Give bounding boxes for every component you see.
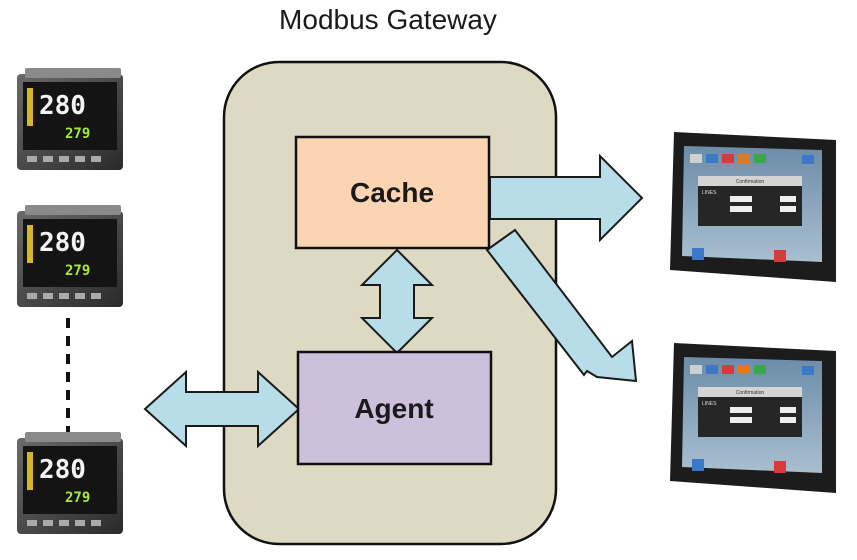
agent-box: [296, 350, 493, 466]
diagram-title: Modbus Gateway: [279, 4, 497, 35]
temperature-controller-icon: 280 279: [17, 68, 123, 170]
temperature-controller-icon: 280 279: [17, 205, 123, 307]
cache-label: Cache: [350, 177, 434, 208]
hmi-dialog-title: Confirmation: [736, 179, 765, 185]
hmi-touch-panel-icon: Confirmation LINES: [670, 343, 836, 493]
controller-sv-display: 279: [65, 126, 90, 142]
hmi-touch-panel-icon: Confirmation LINES: [670, 132, 836, 282]
hmi-dialog-title: Confirmation: [736, 390, 765, 396]
controller-sv-display: 279: [65, 263, 90, 279]
agent-label: Agent: [354, 393, 433, 424]
cache-to-hmi-bottom-arrow: [485, 228, 638, 383]
controller-pv-display: 280: [39, 455, 86, 485]
cache-box: [294, 135, 491, 250]
hmi-dialog-header: LINES: [702, 401, 717, 407]
controller-pv-display: 280: [39, 228, 86, 258]
controller-pv-display: 280: [39, 91, 86, 121]
cache-to-hmi-top-arrow: [489, 153, 644, 243]
controller-sv-display: 279: [65, 490, 90, 506]
hmi-dialog-header: LINES: [702, 190, 717, 196]
temperature-controller-icon: 280 279: [17, 432, 123, 534]
